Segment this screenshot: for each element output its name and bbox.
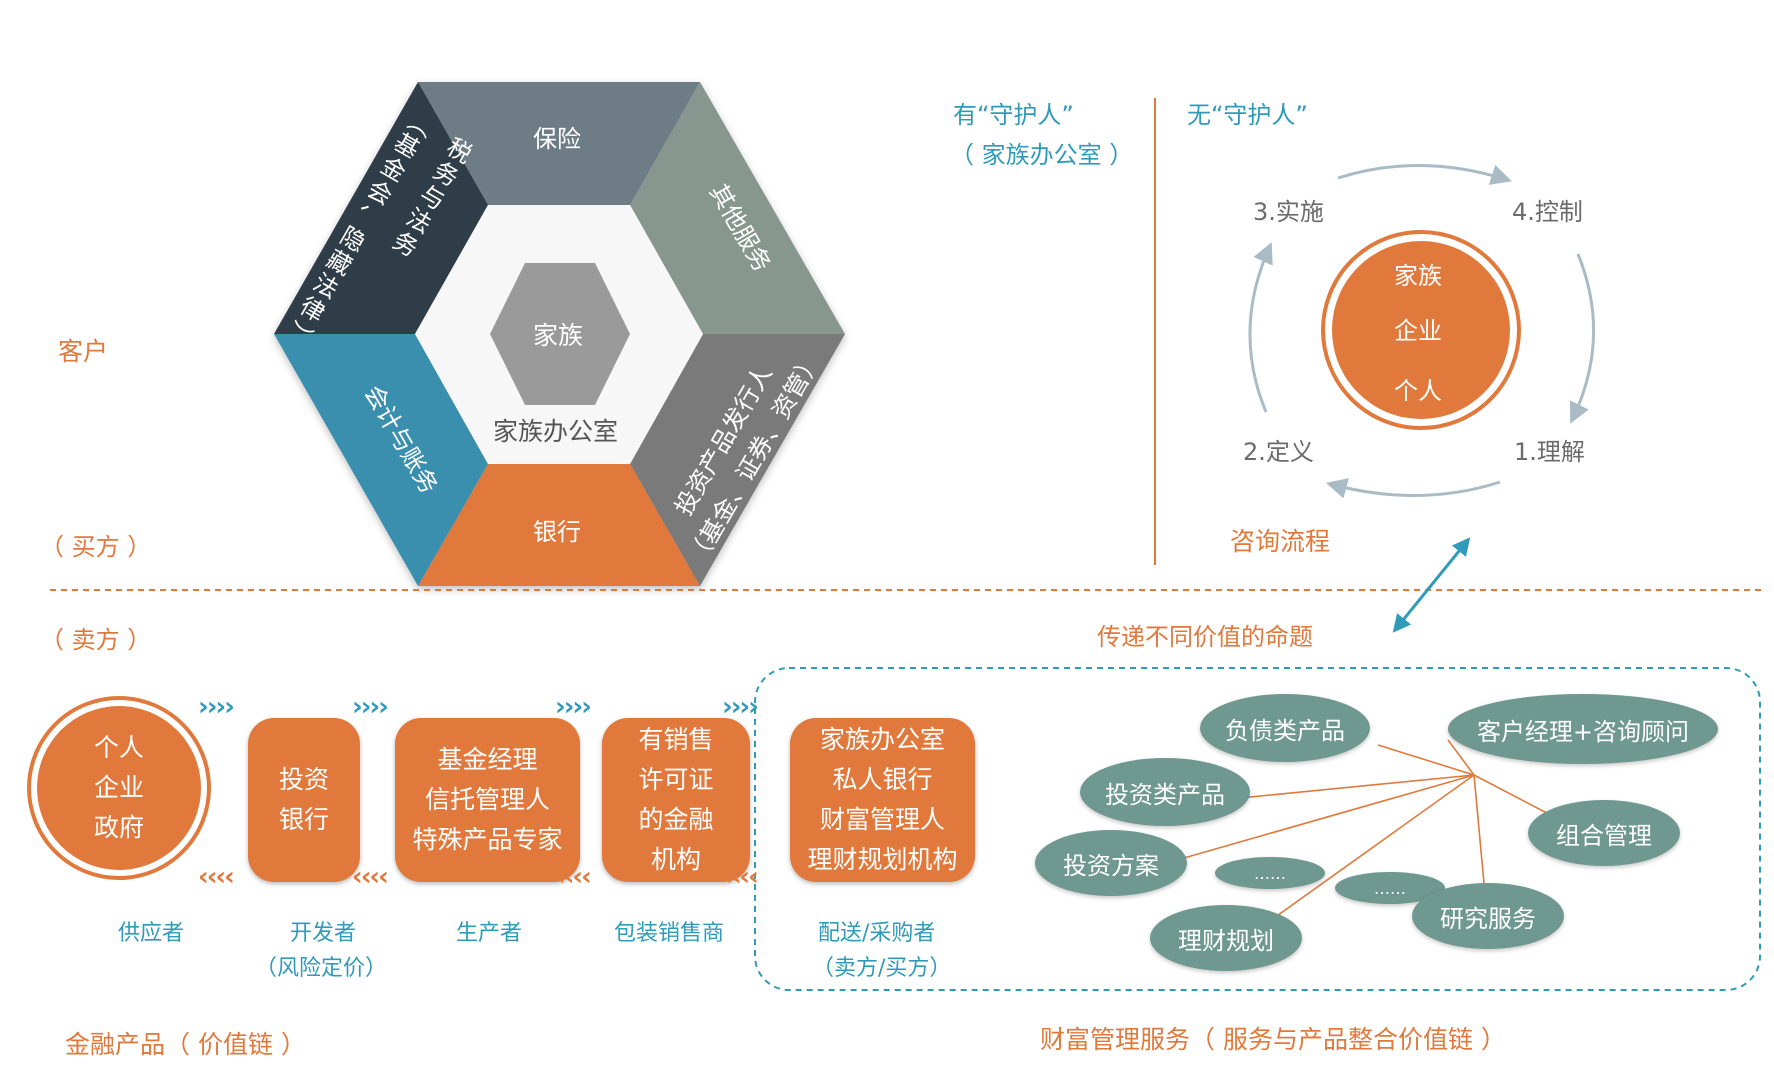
hex-segment-accounting [274, 334, 488, 586]
consulting-center-family: 家族 [1394, 262, 1442, 290]
hex-family-core [490, 263, 630, 405]
client-label: 客户 [58, 337, 109, 366]
oval-research: 研究服务 [1412, 883, 1564, 949]
cycle-step-understand: 1.理解 [1514, 438, 1585, 466]
chain-box-customer: 个人 企业 政府 [59, 728, 179, 848]
hex-segment-tax-legal [274, 82, 488, 334]
chain-backward-arrow-2: ‹‹‹‹ [352, 862, 389, 892]
guardian-with-label: 有“守护人” [953, 101, 1074, 129]
chain-box-distributor-line4: 理财规划机构 [807, 845, 958, 874]
oval-investment-products: 投资类产品 [1080, 758, 1250, 826]
role-packager: 包装销售商 [614, 921, 725, 946]
hex-label-insurance: 保险 [533, 125, 581, 153]
cycle-arrow-implement-control [1337, 164, 1513, 185]
role-developer: 开发者 [290, 921, 357, 946]
chain-box-producer-line1: 基金经理 [437, 745, 538, 774]
chain-box-customer-line2: 企业 [93, 773, 144, 802]
consulting-center-fill [1332, 241, 1510, 419]
chain-backward-arrow-3: ‹‹‹‹ [555, 862, 592, 892]
value-proposition-arrow [1392, 537, 1471, 633]
role-producer: 生产者 [456, 921, 523, 946]
chain-box-customer-line1: 个人 [93, 733, 144, 762]
cycle-arrow-define-implement [1248, 242, 1273, 413]
family-office-label: 家族办公室 [493, 417, 619, 446]
oval-manager: 客户经理+咨询顾问 [1448, 694, 1718, 764]
chain-forward-arrow-1: ›››› [198, 692, 235, 722]
chain-box-licensed-line3: 的金融 [638, 805, 714, 834]
chain-box-producer-line2: 信托管理人 [424, 785, 550, 814]
consulting-center-enterprise: 企业 [1394, 317, 1442, 345]
oval-portfolio: 组合管理 [1528, 800, 1680, 866]
value-chain-caption: 金融产品（ 价值链 ） [65, 1030, 306, 1059]
chain-box-licensed-institution: 有销售 许可证 的金融 机构 [602, 718, 750, 882]
value-proposition-label: 传递不同价值的命题 [1097, 623, 1313, 651]
buyer-label: （ 买方 ） [40, 533, 152, 561]
chain-forward-arrow-3: ›››› [555, 692, 592, 722]
hex-label-bank: 银行 [533, 518, 581, 546]
wealth-services-container [754, 667, 1761, 991]
chain-box-distributor: 家族办公室 私人银行 财富管理人 理财规划机构 [790, 718, 975, 882]
chain-box-customer-line3: 政府 [93, 813, 144, 842]
hex-family-label: 家族 [533, 321, 584, 350]
consulting-caption: 咨询流程 [1230, 527, 1331, 556]
oval-financial-planning: 理财规划 [1150, 905, 1302, 971]
oval-ellipsis-1: …… [1215, 857, 1325, 889]
cycle-step-define: 2.定义 [1243, 438, 1314, 466]
chain-forward-arrow-4: ›››› [722, 692, 759, 722]
chain-box-licensed-line4: 机构 [650, 845, 701, 874]
consulting-center-individual: 个人 [1394, 377, 1442, 405]
hex-segment-investment-issuers [630, 334, 845, 586]
chain-box-producer: 基金经理 信托管理人 特殊产品专家 [395, 718, 580, 882]
oval-liabilities: 负债类产品 [1200, 694, 1370, 762]
seller-label: （ 卖方 ） [40, 626, 152, 654]
role-developer-note: （风险定价） [255, 956, 388, 981]
chain-box-investment-bank-line1: 投资 [278, 765, 329, 794]
chain-box-distributor-line3: 财富管理人 [819, 805, 945, 834]
chain-box-producer-line3: 特殊产品专家 [412, 825, 563, 854]
hex-label-other-services: 其他服务 [703, 179, 777, 277]
chain-box-licensed-line2: 许可证 [638, 765, 714, 794]
guardian-without-label: 无“守护人” [1187, 101, 1308, 129]
hex-segment-other-services [630, 82, 845, 334]
role-distributor: 配送/采购者 [818, 921, 936, 946]
hex-segment-insurance [418, 82, 700, 205]
chain-forward-arrow-2: ›››› [352, 692, 389, 722]
chain-box-licensed-line1: 有销售 [638, 725, 714, 754]
chain-box-investment-bank-line2: 银行 [278, 805, 329, 834]
chain-box-investment-bank: 投资 银行 [248, 718, 360, 882]
guardian-with-sublabel: （ 家族办公室 ） [950, 141, 1134, 169]
chain-box-distributor-line2: 私人银行 [832, 765, 933, 794]
role-supplier: 供应者 [118, 921, 185, 946]
wealth-services-caption: 财富管理服务（ 服务与产品整合价值链 ） [1040, 1025, 1506, 1054]
chain-customer-fill [37, 706, 201, 870]
chain-box-distributor-line1: 家族办公室 [819, 725, 945, 754]
cycle-step-control: 4.控制 [1512, 198, 1583, 226]
cycle-arrow-understand-define [1325, 478, 1501, 499]
cycle-step-implement: 3.实施 [1253, 198, 1324, 226]
chain-backward-arrow-4: ‹‹‹‹ [722, 862, 759, 892]
chain-backward-arrow-1: ‹‹‹‹ [198, 862, 235, 892]
hex-segment-bank [418, 464, 700, 586]
oval-investment-plan: 投资方案 [1035, 830, 1187, 896]
cycle-arrow-control-understand [1569, 253, 1596, 424]
role-distributor-note: （卖方/买方） [812, 956, 952, 981]
